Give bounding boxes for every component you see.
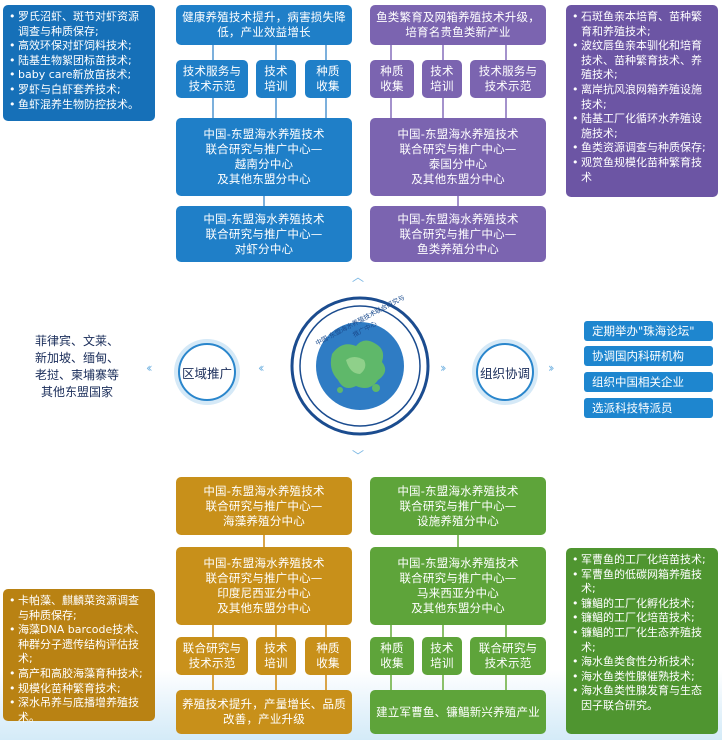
region-countries-text: 菲律宾、文莱、 新加坡、缅甸、 老挝、柬埔寨等 其他东盟国家 <box>34 334 119 399</box>
connector <box>390 625 392 637</box>
list-item: 军曹鱼的低碳网箱养殖技术; <box>572 568 712 597</box>
list-item: 陆基工厂化循环水养殖设施技术; <box>572 112 712 141</box>
vietnam-action-training: 技术 培训 <box>256 60 296 98</box>
list-item: 规模化苗种繁育技术; <box>9 682 149 697</box>
connector <box>505 625 507 637</box>
thailand-goal-box: 鱼类繁育及网箱养殖技术升级， 培育名贵鱼类新产业 <box>370 5 546 45</box>
connector <box>457 196 459 206</box>
list-item: 观赏鱼规模化苗种繁育技术 <box>572 156 712 185</box>
connector <box>325 98 327 118</box>
center-logo: 中国-东盟海水养殖技术联合研究与推广中心 <box>290 293 430 436</box>
connector <box>505 45 507 60</box>
list-item: 海藻DNA barcode技术、种群分子遗传结构评估技术; <box>9 623 149 667</box>
malaysia-subcenter-box: 中国-东盟海水养殖技术 联合研究与推广中心— 马来西亚分中心 及其他东盟分中心 <box>370 547 546 625</box>
list-item: 镰鲳的工厂化生态养殖技术; <box>572 626 712 655</box>
list-item: baby care新放苗技术; <box>9 68 149 83</box>
connector <box>390 98 392 118</box>
chevron-left-icon: ‹‹ <box>258 361 264 375</box>
connector <box>263 196 265 206</box>
thailand-action-training: 技术 培训 <box>422 60 462 98</box>
connector <box>325 675 327 690</box>
shrimp-subcenter-box: 中国-东盟海水养殖技术 联合研究与推广中心— 对虾分中心 <box>176 206 352 262</box>
region-promotion-circle: 区域推广 <box>178 343 236 401</box>
connector <box>212 45 214 60</box>
connector <box>390 45 392 60</box>
list-item: 海水鱼类性腺发育与生态因子联合研究。 <box>572 684 712 713</box>
vietnam-subcenter-box: 中国-东盟海水养殖技术 联合研究与推广中心— 越南分中心 及其他东盟分中心 <box>176 118 352 196</box>
seaweed-action-research: 联合研究与 技术示范 <box>176 637 248 675</box>
seaweed-goal-box: 养殖技术提升，产量增长、品质 改善，产业升级 <box>176 690 352 734</box>
coord-item-forum: 定期举办"珠海论坛" <box>584 321 713 341</box>
list-item: 高效环保对虾饲料技术; <box>9 39 149 54</box>
list-item: 深水吊养与底播增养殖技术。 <box>9 696 149 725</box>
coord-item-specialist: 选派科技特派员 <box>584 398 713 418</box>
chevron-right-icon: ›› <box>440 361 446 375</box>
list-item: 罗氏沼虾、斑节对虾资源调查与种质保存; <box>9 10 149 39</box>
org-coordination-circle: 组织协调 <box>476 343 534 401</box>
malaysia-goal-box: 建立军曹鱼、镰鲳新兴养殖产业 <box>370 690 546 734</box>
list-item: 陆基生物絮团标苗技术; <box>9 54 149 69</box>
connector <box>275 625 277 637</box>
connector <box>212 625 214 637</box>
seaweed-action-training: 技术 培训 <box>256 637 296 675</box>
fish-tech-list: 石斑鱼亲本培育、苗种繁育和养殖技术; 波纹唇鱼亲本驯化和培育技术、苗种繁育技术、… <box>566 5 718 197</box>
coord-item-enterprise: 组织中国相关企业 <box>584 372 713 392</box>
list-item: 离岸抗风浪网箱养殖设施技术; <box>572 83 712 112</box>
connector <box>442 675 444 690</box>
chevron-left-icon: ‹‹ <box>146 361 152 375</box>
list-item: 镰鲳的工厂化培苗技术; <box>572 611 712 626</box>
connector <box>212 98 214 118</box>
connector <box>390 675 392 690</box>
thailand-action-tech-service: 技术服务与 技术示范 <box>470 60 546 98</box>
connector <box>442 98 444 118</box>
chevron-right-icon: ›› <box>548 361 554 375</box>
list-item: 罗虾与白虾套养技术; <box>9 83 149 98</box>
vietnam-goal-box: 健康养殖技术提升，病害损失降 低，产业效益增长 <box>176 5 352 45</box>
list-item: 海水鱼类食性分析技术; <box>572 655 712 670</box>
malaysia-action-research: 联合研究与 技术示范 <box>470 637 546 675</box>
connector <box>505 675 507 690</box>
list-item: 卡帕藻、麒麟菜资源调查与种质保存; <box>9 594 149 623</box>
indonesia-subcenter-box: 中国-东盟海水养殖技术 联合研究与推广中心— 印度尼西亚分中心 及其他东盟分中心 <box>176 547 352 625</box>
connector <box>325 45 327 60</box>
seaweed-action-germplasm: 种质 收集 <box>305 637 351 675</box>
connector <box>275 675 277 690</box>
connector <box>325 625 327 637</box>
list-item: 鱼类资源调查与种质保存; <box>572 141 712 156</box>
seaweed-tech-list: 卡帕藻、麒麟菜资源调查与种质保存; 海藻DNA barcode技术、种群分子遗传… <box>3 589 155 724</box>
vietnam-action-germplasm: 种质 收集 <box>305 60 351 98</box>
thailand-action-germplasm: 种质 收集 <box>370 60 414 98</box>
shrimp-tech-list: 罗氏沼虾、斑节对虾资源调查与种质保存; 高效环保对虾饲料技术; 陆基生物絮团标苗… <box>3 5 155 121</box>
connector <box>457 535 459 547</box>
connector <box>505 98 507 118</box>
cobia-pomfret-tech-list: 军曹鱼的工厂化培苗技术; 军曹鱼的低碳网箱养殖技术; 镰鲳的工厂化孵化技术; 镰… <box>566 548 718 734</box>
connector <box>212 675 214 690</box>
connector <box>275 45 277 60</box>
chevron-down-icon: ﹀ <box>352 449 364 463</box>
seaweed-subcenter-box: 中国-东盟海水养殖技术 联合研究与推广中心— 海藻养殖分中心 <box>176 477 352 535</box>
malaysia-action-training: 技术 培训 <box>422 637 462 675</box>
list-item: 高产和高胶海藻育种技术; <box>9 667 149 682</box>
connector <box>275 98 277 118</box>
connector <box>442 625 444 637</box>
vietnam-action-tech-service: 技术服务与 技术示范 <box>176 60 248 98</box>
list-item: 波纹唇鱼亲本驯化和培育技术、苗种繁育技术、养殖技术; <box>572 39 712 83</box>
malaysia-action-germplasm: 种质 收集 <box>370 637 414 675</box>
chevron-up-icon: ︿ <box>352 270 364 284</box>
fish-subcenter-box: 中国-东盟海水养殖技术 联合研究与推广中心— 鱼类养殖分中心 <box>370 206 546 262</box>
thailand-subcenter-box: 中国-东盟海水养殖技术 联合研究与推广中心— 泰国分中心 及其他东盟分中心 <box>370 118 546 196</box>
connector <box>263 535 265 547</box>
list-item: 军曹鱼的工厂化培苗技术; <box>572 553 712 568</box>
list-item: 石斑鱼亲本培育、苗种繁育和养殖技术; <box>572 10 712 39</box>
list-item: 鱼虾混养生物防控技术。 <box>9 98 149 113</box>
coord-item-research: 协调国内科研机构 <box>584 346 713 366</box>
list-item: 海水鱼类性腺催熟技术; <box>572 670 712 685</box>
facility-subcenter-box: 中国-东盟海水养殖技术 联合研究与推广中心— 设施养殖分中心 <box>370 477 546 535</box>
list-item: 镰鲳的工厂化孵化技术; <box>572 597 712 612</box>
connector <box>442 45 444 60</box>
